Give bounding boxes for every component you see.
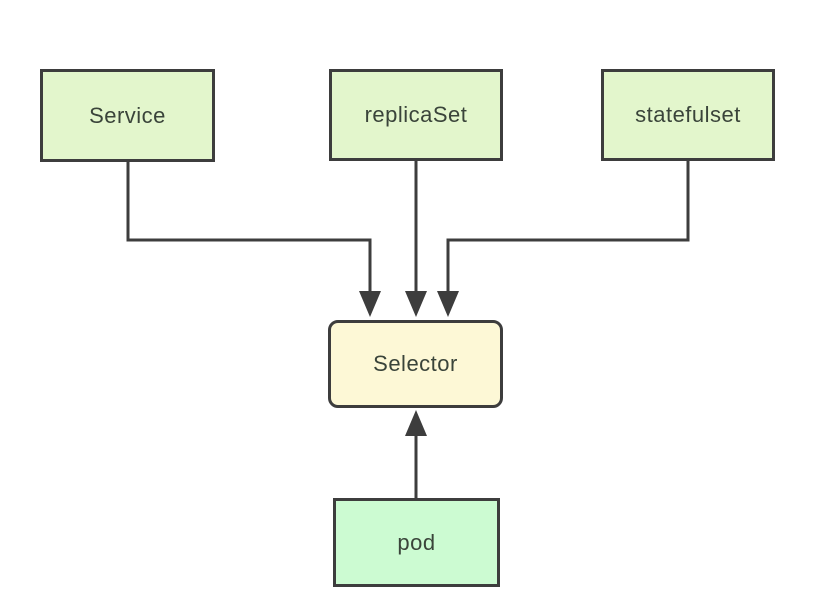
node-selector-label: Selector [373,351,458,376]
node-statefulset-label: statefulset [635,102,741,127]
arrowhead-statefulset-to-selector-icon [437,291,459,317]
node-replicaset: replicaSet [329,69,503,161]
node-service-label: Service [89,102,166,128]
node-service: Service [40,69,215,162]
node-pod-label: pod [397,529,436,555]
node-statefulset: statefulset [601,69,775,161]
node-replicaset-label: replicaSet [364,102,468,127]
arrowhead-pod-to-selector-icon [405,410,427,436]
arrowhead-service-to-selector-icon [359,291,381,317]
edge-service-to-selector [126,162,372,292]
edge-statefulset-to-selector [446,161,690,292]
node-pod: pod [333,498,500,587]
arrowhead-replicaset-to-selector-icon [405,291,427,317]
node-selector: Selector [328,320,503,408]
